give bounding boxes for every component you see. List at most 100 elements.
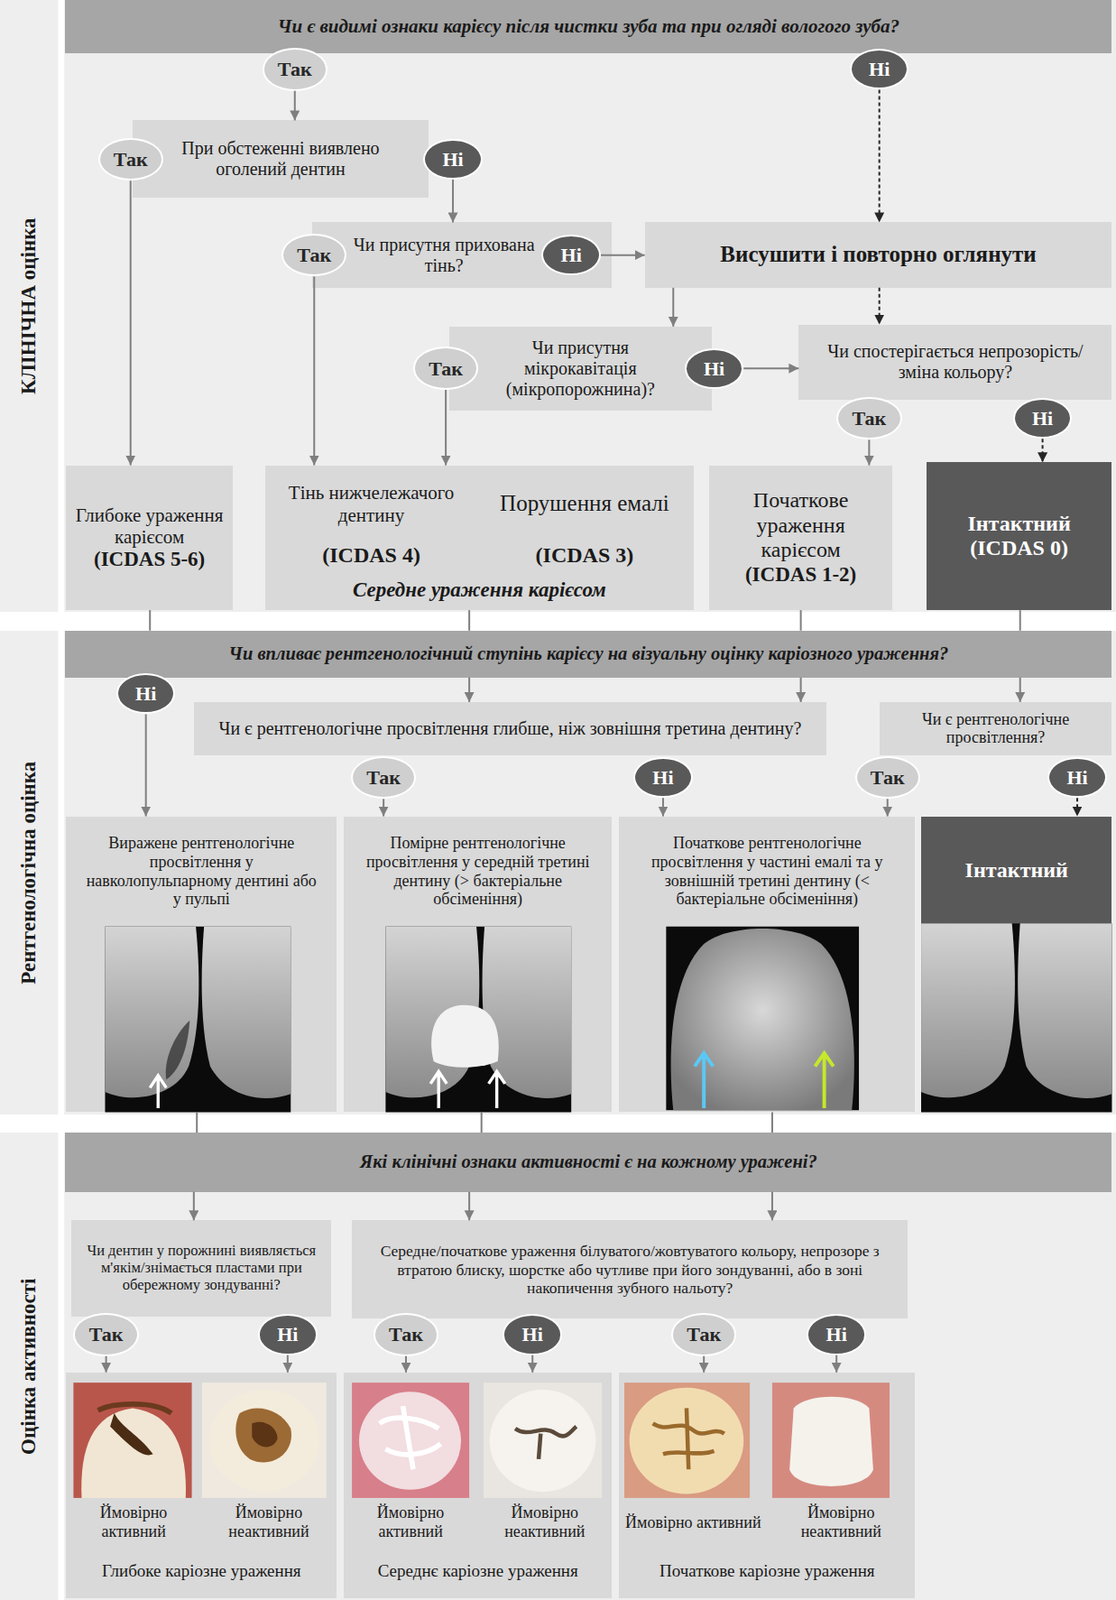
photo-ground: [483, 1382, 602, 1498]
text-area: Ні: [808, 1315, 865, 1353]
flow-line: [148, 609, 151, 631]
question-box-text: Висушити і повторно оглянути: [719, 241, 1036, 268]
photo-ground: [202, 1382, 327, 1498]
text-area: Які клінічні ознаки активності є на кожн…: [79, 1134, 1098, 1190]
question-bar-text: Чи є видимі ознаки карієсу після чистки …: [277, 15, 900, 37]
lesion-bright: [431, 1005, 499, 1068]
flow-line: [480, 1111, 483, 1133]
yes-badge-text: Так: [428, 357, 463, 380]
xray-film: [665, 926, 859, 1111]
pointer-arrow: [430, 1070, 447, 1108]
tooth: [629, 1387, 745, 1495]
intact-box-text: Інтактний: [967, 511, 1070, 537]
question-bar: Чи впливає рентгенологічний ступінь карі…: [64, 630, 1112, 678]
text-area: Чи присутня мікрокавітація (мікропорожни…: [485, 330, 677, 407]
photo-ground: [624, 1382, 750, 1498]
text-area: Так: [264, 49, 326, 89]
tooth: [789, 1396, 874, 1486]
result-panel-text: Виражене рентгенологічне просвітлення у …: [81, 833, 322, 909]
text-area: Так: [352, 757, 415, 797]
text-area: Ймовірно активний: [343, 1498, 478, 1546]
outcome-box-text: (ICDAS 4): [322, 543, 421, 569]
flow-arrow: [1042, 438, 1044, 462]
section-band: Чи є видимі ознаки карієсу після чистки …: [0, 0, 1116, 612]
text-area: Ймовірно активний: [65, 1498, 201, 1546]
question-box: При обстеженні виявлено оголений дентин: [132, 119, 429, 198]
flow-arrow: [405, 1355, 407, 1373]
tooth-crown: [921, 922, 1015, 1098]
connectors: [106, 89, 1078, 1372]
no-badge: Ні: [502, 1313, 563, 1355]
text-area: Ймовірно неактивний: [201, 1498, 337, 1546]
outcome-box: Початкове ураження карієсом(ICDAS 1-2): [709, 465, 894, 611]
text-area: Початкове каріозне ураження: [618, 1547, 915, 1595]
tooth-crown: [202, 926, 292, 1098]
flow-arrow: [294, 91, 296, 121]
question-box-text: Чи присутня прихована тінь?: [351, 234, 536, 277]
tooth-photo: [483, 1382, 602, 1498]
outcome-box: Глибоке ураження карієсом(ICDAS 5-6): [65, 465, 232, 611]
question-box-text: Чи є рентгенологічне просвітлення глибше…: [218, 718, 802, 739]
text-area: Початкове рентгенологічне просвітлення у…: [627, 819, 907, 923]
no-badge: Ні: [684, 348, 745, 389]
flow-arrow: [286, 1355, 289, 1373]
question-box-text: Чи є рентгенологічне просвітлення?: [888, 710, 1104, 748]
text-area: Середнє каріозне ураження: [343, 1547, 612, 1595]
flow-arrow: [886, 798, 889, 816]
result-panel-text: Ймовірно неактивний: [477, 1503, 612, 1541]
text-area: Глибоке каріозне ураження: [65, 1547, 337, 1595]
result-panel-text: Початкове каріозне ураження: [659, 1560, 876, 1581]
tooth-crown: [482, 926, 572, 1098]
flow-arrow: [193, 1191, 195, 1221]
fissure: [515, 1426, 577, 1459]
yes-badge-text: Так: [388, 1322, 424, 1346]
result-panel-text: Глибоке каріозне ураження: [101, 1560, 302, 1581]
yes-badge-text: Так: [366, 765, 401, 789]
text-area: Так: [415, 348, 477, 388]
outcome-box-text: (ICDAS 1-2): [745, 562, 857, 587]
text-area: Ні: [1049, 758, 1106, 796]
lesion-shadow: [166, 1020, 191, 1080]
text-area: Чи є рентгенологічне просвітлення?: [888, 705, 1104, 752]
flow-arrow: [672, 287, 674, 327]
question-box: Висушити і повторно оглянути: [645, 221, 1113, 287]
tooth-photo: [351, 1382, 470, 1498]
tooth: [359, 1391, 462, 1490]
text-area: Інтактний(ICDAS 0): [933, 465, 1106, 607]
no-badge-text: Ні: [522, 1322, 544, 1346]
text-area: При обстеженні виявлено оголений дентин: [172, 123, 389, 194]
text-area: Виражене рентгенологічне просвітлення у …: [81, 819, 322, 923]
xray-film: [104, 926, 291, 1113]
question-box: Чи є рентгенологічне просвітлення?: [879, 701, 1113, 756]
cavity: [235, 1407, 292, 1462]
flow-arrow: [451, 179, 454, 223]
text-area: Ні: [424, 140, 481, 178]
flow-line: [800, 609, 803, 631]
intact-panel: Інтактний: [921, 816, 1112, 1113]
text-area: Середне ураження карієсом: [265, 572, 694, 608]
flow-arrow: [313, 276, 315, 465]
pointer-arrow: [149, 1075, 167, 1108]
flow-line: [468, 609, 471, 631]
flow-arrow: [468, 1191, 471, 1221]
pointer-arrow: [694, 1052, 713, 1108]
result-panel-text: Ймовірно активний: [65, 1503, 201, 1541]
question-box: Чи присутня мікрокавітація (мікропорожни…: [449, 326, 713, 411]
intact-box-text: (ICDAS 0): [969, 535, 1069, 562]
tooth-photo: [624, 1382, 750, 1498]
tooth: [209, 1389, 320, 1492]
section-band-text: КЛІНІЧНА оцінка: [17, 217, 41, 395]
text-area: Ні: [1014, 399, 1071, 437]
no-badge: Ні: [541, 234, 601, 276]
tooth-crown: [1017, 922, 1112, 1098]
result-panel: Початкове рентгенологічне просвітлення у…: [618, 816, 915, 1113]
text-area: Так: [74, 1314, 137, 1354]
text-area: Глибоке ураження карієсом(ICDAS 5-6): [73, 469, 225, 608]
intact-box: Інтактний(ICDAS 0): [926, 461, 1113, 610]
no-badge: Ні: [806, 1313, 867, 1355]
flow-arrow: [468, 677, 471, 702]
text-area: Ні: [259, 1315, 316, 1353]
